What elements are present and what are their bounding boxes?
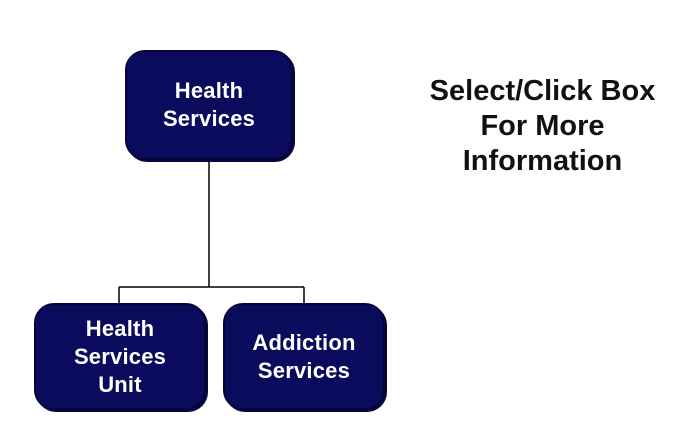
addiction-services-box[interactable]: Addiction Services (223, 303, 385, 410)
health-services-label: Health Services (162, 78, 256, 131)
health-services-unit-label: Health Services Unit (73, 315, 167, 397)
health-services-box[interactable]: Health Services (125, 50, 293, 160)
addiction-services-label: Addiction Services (252, 329, 356, 383)
instructions-text: Select/Click Box For More Information (429, 75, 656, 177)
health-services-unit-box[interactable]: Health Services Unit (34, 303, 206, 410)
